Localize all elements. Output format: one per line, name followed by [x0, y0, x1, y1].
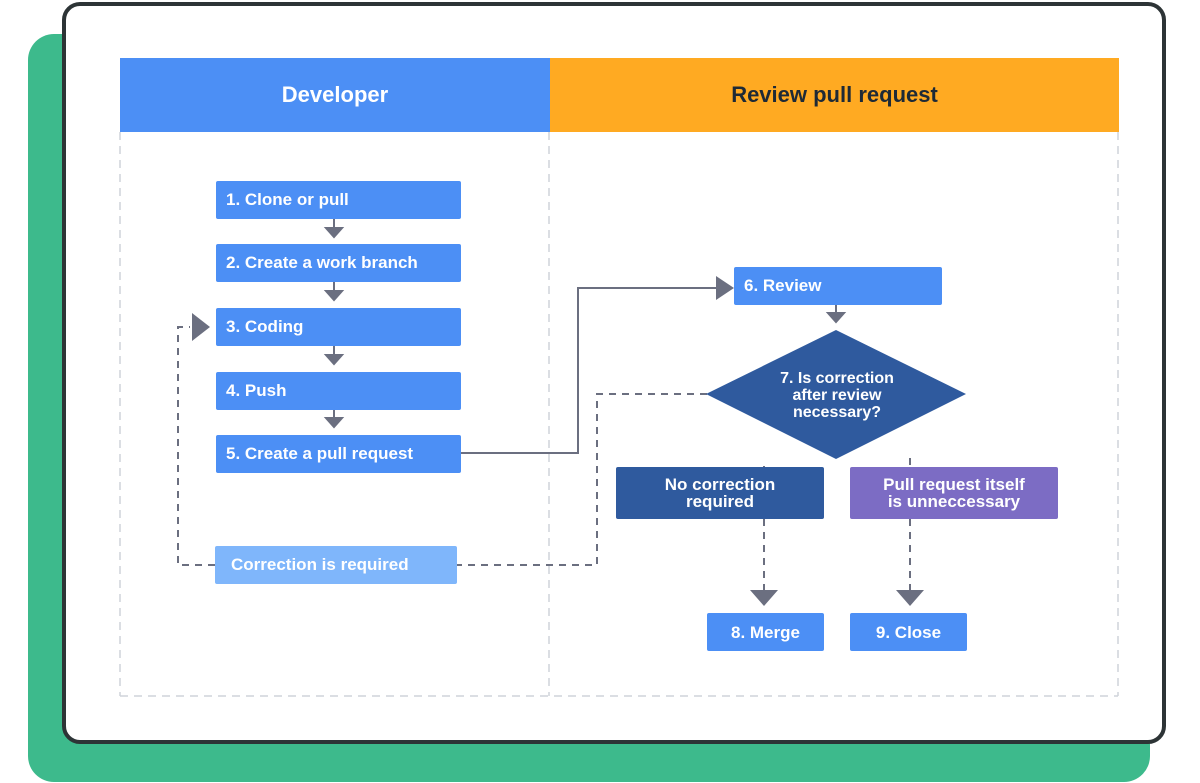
close-arrowhead: [896, 590, 924, 606]
outcome-no-correction: No correction required: [616, 467, 824, 519]
merge-arrowhead: [750, 590, 778, 606]
coding-arrowhead: [192, 313, 210, 341]
step-clone-or-pull: 1. Clone or pull: [216, 181, 461, 219]
step-merge: 8. Merge: [707, 613, 824, 651]
step-push: 4. Push: [216, 372, 461, 410]
decision-diamond: [706, 330, 966, 459]
step-review: 6. Review: [734, 267, 942, 305]
step-arrows: [323, 219, 847, 429]
outcome-pull-request-unnecessary: Pull request itself is unneccessary: [850, 467, 1058, 519]
lane-header-review: Review pull request: [550, 58, 1119, 132]
correction-loop: [177, 326, 707, 566]
lane-header-developer: Developer: [120, 58, 550, 132]
step-create-pull-request: 5. Create a pull request: [216, 435, 461, 473]
step-close: 9. Close: [850, 613, 967, 651]
review-arrowhead: [716, 276, 734, 300]
correction-required-box: Correction is required: [215, 546, 457, 584]
step-coding: 3. Coding: [216, 308, 461, 346]
lane-borders: [119, 132, 1119, 697]
step-create-work-branch: 2. Create a work branch: [216, 244, 461, 282]
pull-request-connector: [461, 287, 716, 454]
decision-label: 7. Is correction after review necessary?: [780, 370, 894, 421]
